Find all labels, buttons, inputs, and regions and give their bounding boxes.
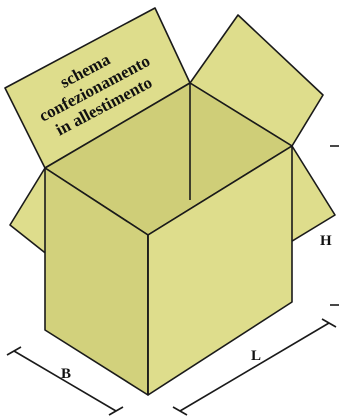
height-dimension: H [320,145,339,306]
length-label: L [251,348,261,364]
height-label: H [320,233,332,249]
width-dimension: B [6,346,124,416]
length-dimension: L [172,318,337,416]
width-label: B [61,366,71,382]
